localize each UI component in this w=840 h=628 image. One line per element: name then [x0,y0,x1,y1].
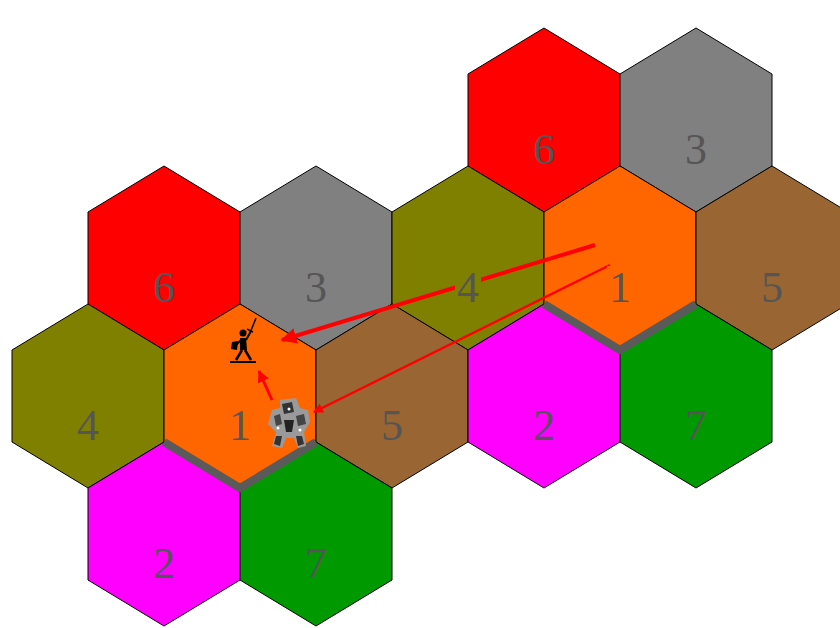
hex-fill [88,442,240,626]
hex-tile: 2 [468,304,620,488]
hex-tile: 2 [88,442,240,626]
hex-fill [620,304,772,488]
hex-tile: 7 [620,304,772,488]
hex-number: 1 [227,404,253,448]
hex-outline [468,304,620,488]
hex-tile: 7 [240,442,392,626]
hex-number: 4 [455,266,481,310]
hex-outline [88,442,240,626]
hex-number: 4 [75,404,101,448]
hex-outline [620,304,772,488]
hex-number: 2 [531,404,557,448]
hex-number: 2 [151,542,177,586]
hex-number: 7 [303,542,329,586]
hex-outline [240,442,392,626]
hex-number: 6 [531,128,557,172]
hex-number: 6 [151,266,177,310]
hex-fill [240,442,392,626]
hex-number: 7 [683,404,709,448]
hex-number: 3 [683,128,709,172]
hex-number: 5 [379,404,405,448]
hex-number: 5 [759,266,785,310]
hex-number: 1 [607,266,633,310]
hex-fill [468,304,620,488]
hex-number: 3 [303,266,329,310]
